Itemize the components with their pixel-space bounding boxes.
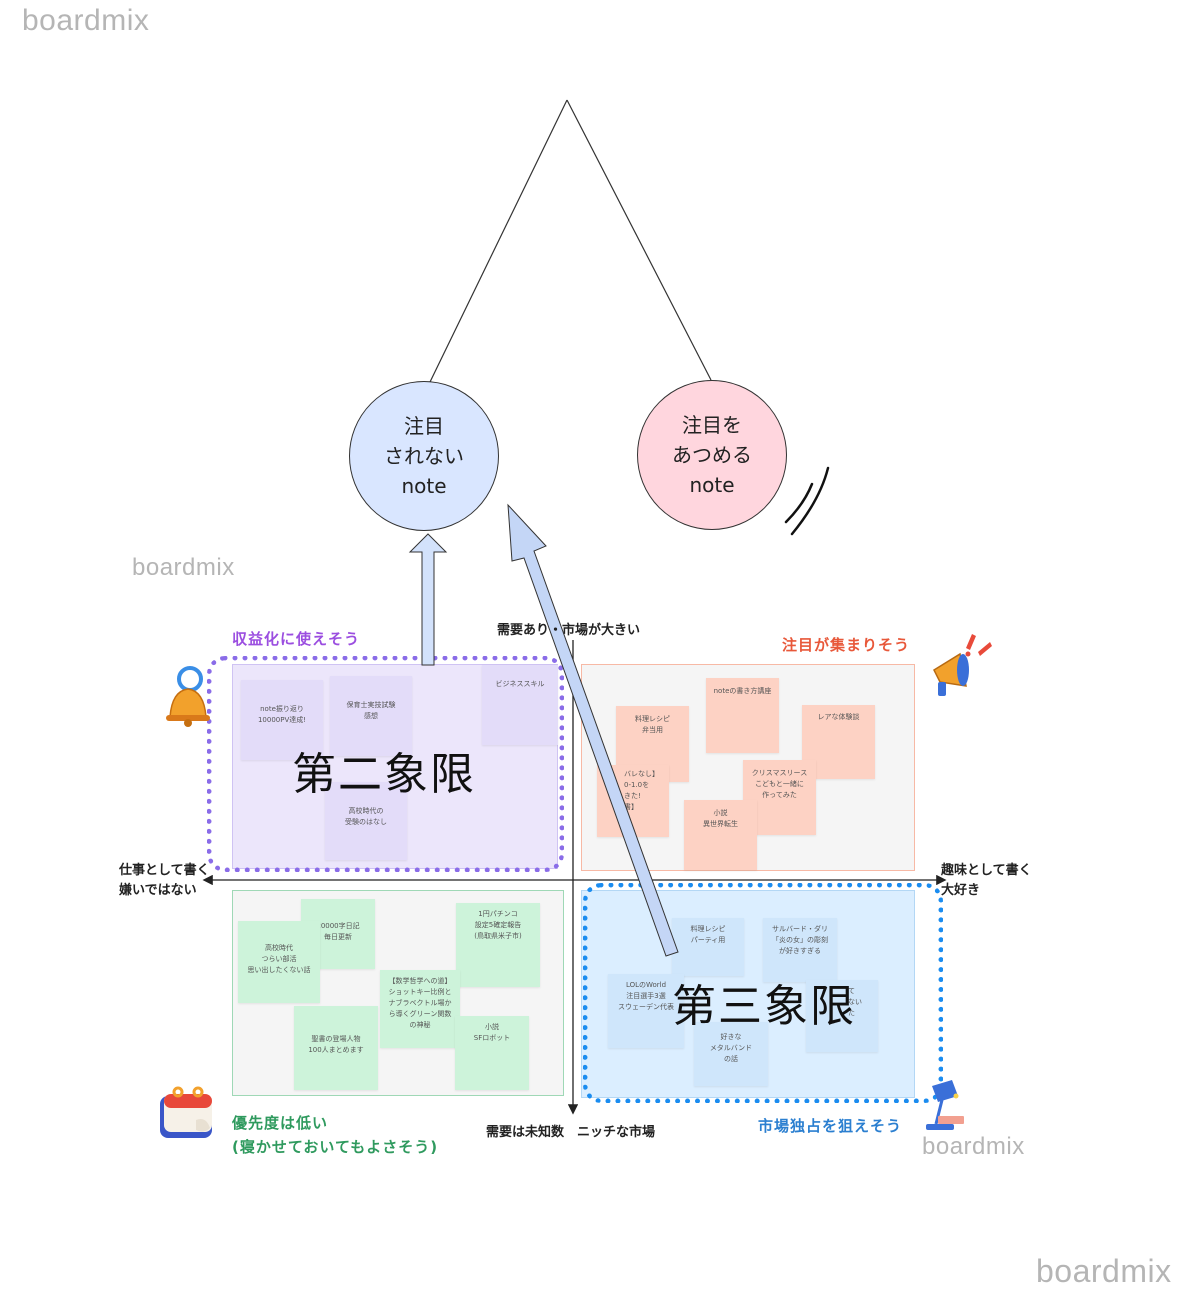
sticky-note[interactable]: てないた bbox=[806, 980, 878, 1052]
axis-label-bottom: 需要は未知数 ニッチな市場 bbox=[486, 1125, 656, 1140]
bell-icon bbox=[166, 666, 210, 727]
watermark-bottom-right: boardmix bbox=[922, 1133, 1025, 1160]
label-bottom-right: 市場独占を狙えそう bbox=[758, 1117, 903, 1135]
quadrant-top-left-dashed-frame[interactable] bbox=[207, 656, 564, 872]
sticky-note[interactable]: 保育士実技試験感想 bbox=[330, 676, 412, 756]
quadrant-3-big-label: 第三象限 bbox=[672, 981, 856, 1032]
arrow-up-to-unnoticed-note bbox=[408, 533, 448, 666]
watermark-bottom-corner: boardmix bbox=[1036, 1253, 1172, 1289]
motion-mark-icon bbox=[790, 466, 830, 536]
motion-mark-icon bbox=[784, 482, 814, 524]
sticky-note[interactable]: 小説異世界転生 bbox=[684, 800, 757, 870]
label-top-right: 注目が集まりそう bbox=[782, 636, 911, 654]
node-attention-note: 注目を あつめる note bbox=[637, 380, 787, 530]
sticky-note[interactable]: バレなし】0-1.0をきた!書】 bbox=[597, 765, 669, 837]
axis-label-top: 需要あり・市場が大きい bbox=[497, 623, 641, 638]
megaphone-icon bbox=[933, 634, 992, 696]
sticky-note[interactable]: 高校時代つらい部活思い出したくない話 bbox=[238, 921, 320, 1003]
axis-label-left: 仕事として書く嫌いではない bbox=[119, 863, 210, 898]
node-line: されない bbox=[384, 444, 464, 468]
node-line: 注目を bbox=[682, 413, 742, 437]
arrow-diagonal-to-unnoticed-note bbox=[507, 503, 679, 957]
sticky-note[interactable]: ビジネススキル bbox=[482, 665, 558, 745]
node-line: あつめる bbox=[672, 443, 752, 467]
node-line: note bbox=[401, 474, 447, 498]
quadrant-bottom-right-dashed-frame[interactable] bbox=[583, 883, 943, 1103]
node-unnoticed-note: 注目 されない note bbox=[349, 381, 499, 531]
watermark-top-left: boardmix bbox=[22, 4, 150, 37]
label-top-left: 収益化に使えそう bbox=[232, 630, 361, 648]
desk-lamp-icon bbox=[926, 1080, 964, 1130]
axis-label-right: 趣味として書く大好き bbox=[941, 863, 1032, 898]
sticky-note[interactable]: 1円パチンコ設定5確定報告(鳥取県米子市) bbox=[456, 903, 540, 987]
node-line: 注目 bbox=[404, 414, 444, 438]
sticky-note[interactable]: 【数学哲学への道】ショットキー比例とナブラベクトル場から導くグリーン関数の神秘 bbox=[380, 970, 460, 1048]
sticky-note[interactable]: 料理レシピパーティ用 bbox=[672, 918, 744, 976]
sticky-note[interactable]: 好きなメタルバンドの話 bbox=[694, 1022, 768, 1086]
watermark-middle: boardmix bbox=[132, 554, 235, 581]
node-line: note bbox=[689, 473, 735, 497]
quadrant-2-big-label: 第二象限 bbox=[292, 749, 476, 800]
tree-line-left bbox=[429, 99, 568, 383]
sticky-note[interactable]: サルバード・ダリ「炎の女」の彫刻が好きすぎる bbox=[763, 918, 837, 982]
sticky-note[interactable]: noteの書き方講座 bbox=[706, 678, 779, 753]
calendar-icon bbox=[160, 1086, 212, 1138]
sticky-note[interactable]: 高校時代の受験のはなし bbox=[325, 782, 407, 860]
label-bottom-left: 優先度は低い(寝かせておいてもよさそう) bbox=[232, 1114, 439, 1156]
tree-line-right bbox=[566, 99, 712, 381]
